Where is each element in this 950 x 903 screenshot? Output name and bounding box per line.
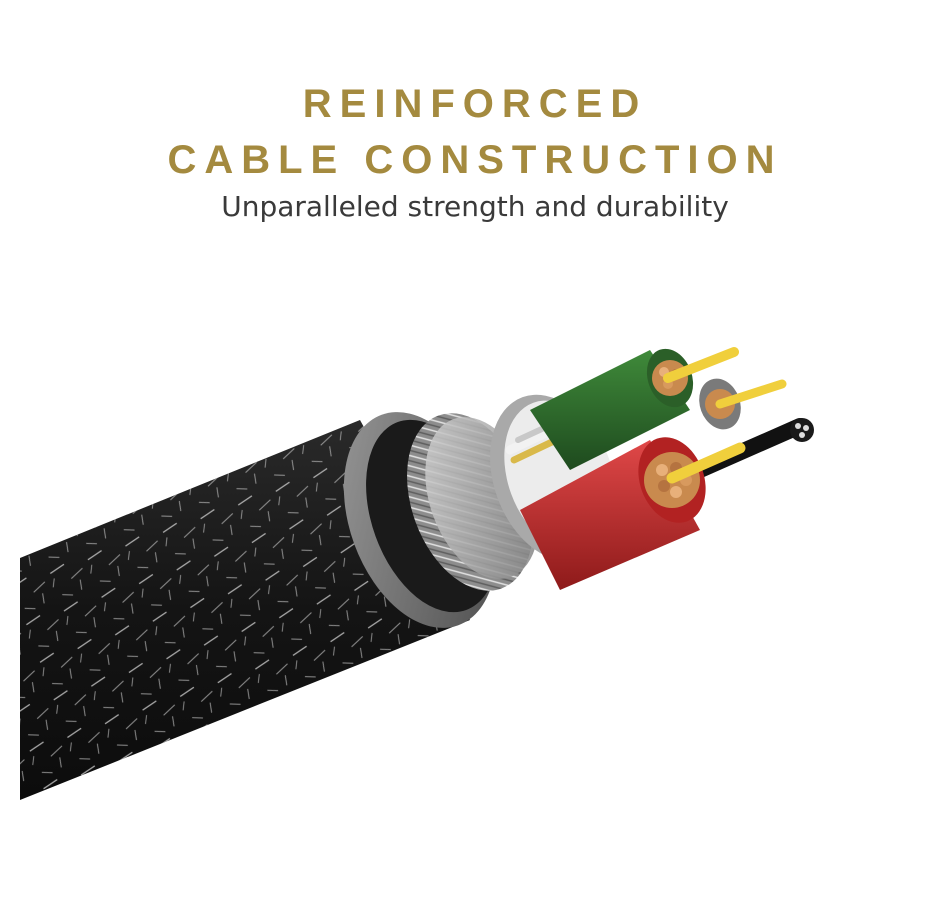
- cable-illustration: [20, 347, 814, 800]
- subheadline: Unparalleled strength and durability: [221, 190, 729, 223]
- headline-line-2: CABLE CONSTRUCTION: [167, 138, 783, 182]
- red-wire: [520, 437, 746, 590]
- headline: REINFORCED CABLE CONSTRUCTION: [0, 76, 950, 188]
- copper-core: [699, 378, 787, 430]
- green-wire: [530, 347, 739, 470]
- headline-line-1: REINFORCED: [302, 82, 648, 126]
